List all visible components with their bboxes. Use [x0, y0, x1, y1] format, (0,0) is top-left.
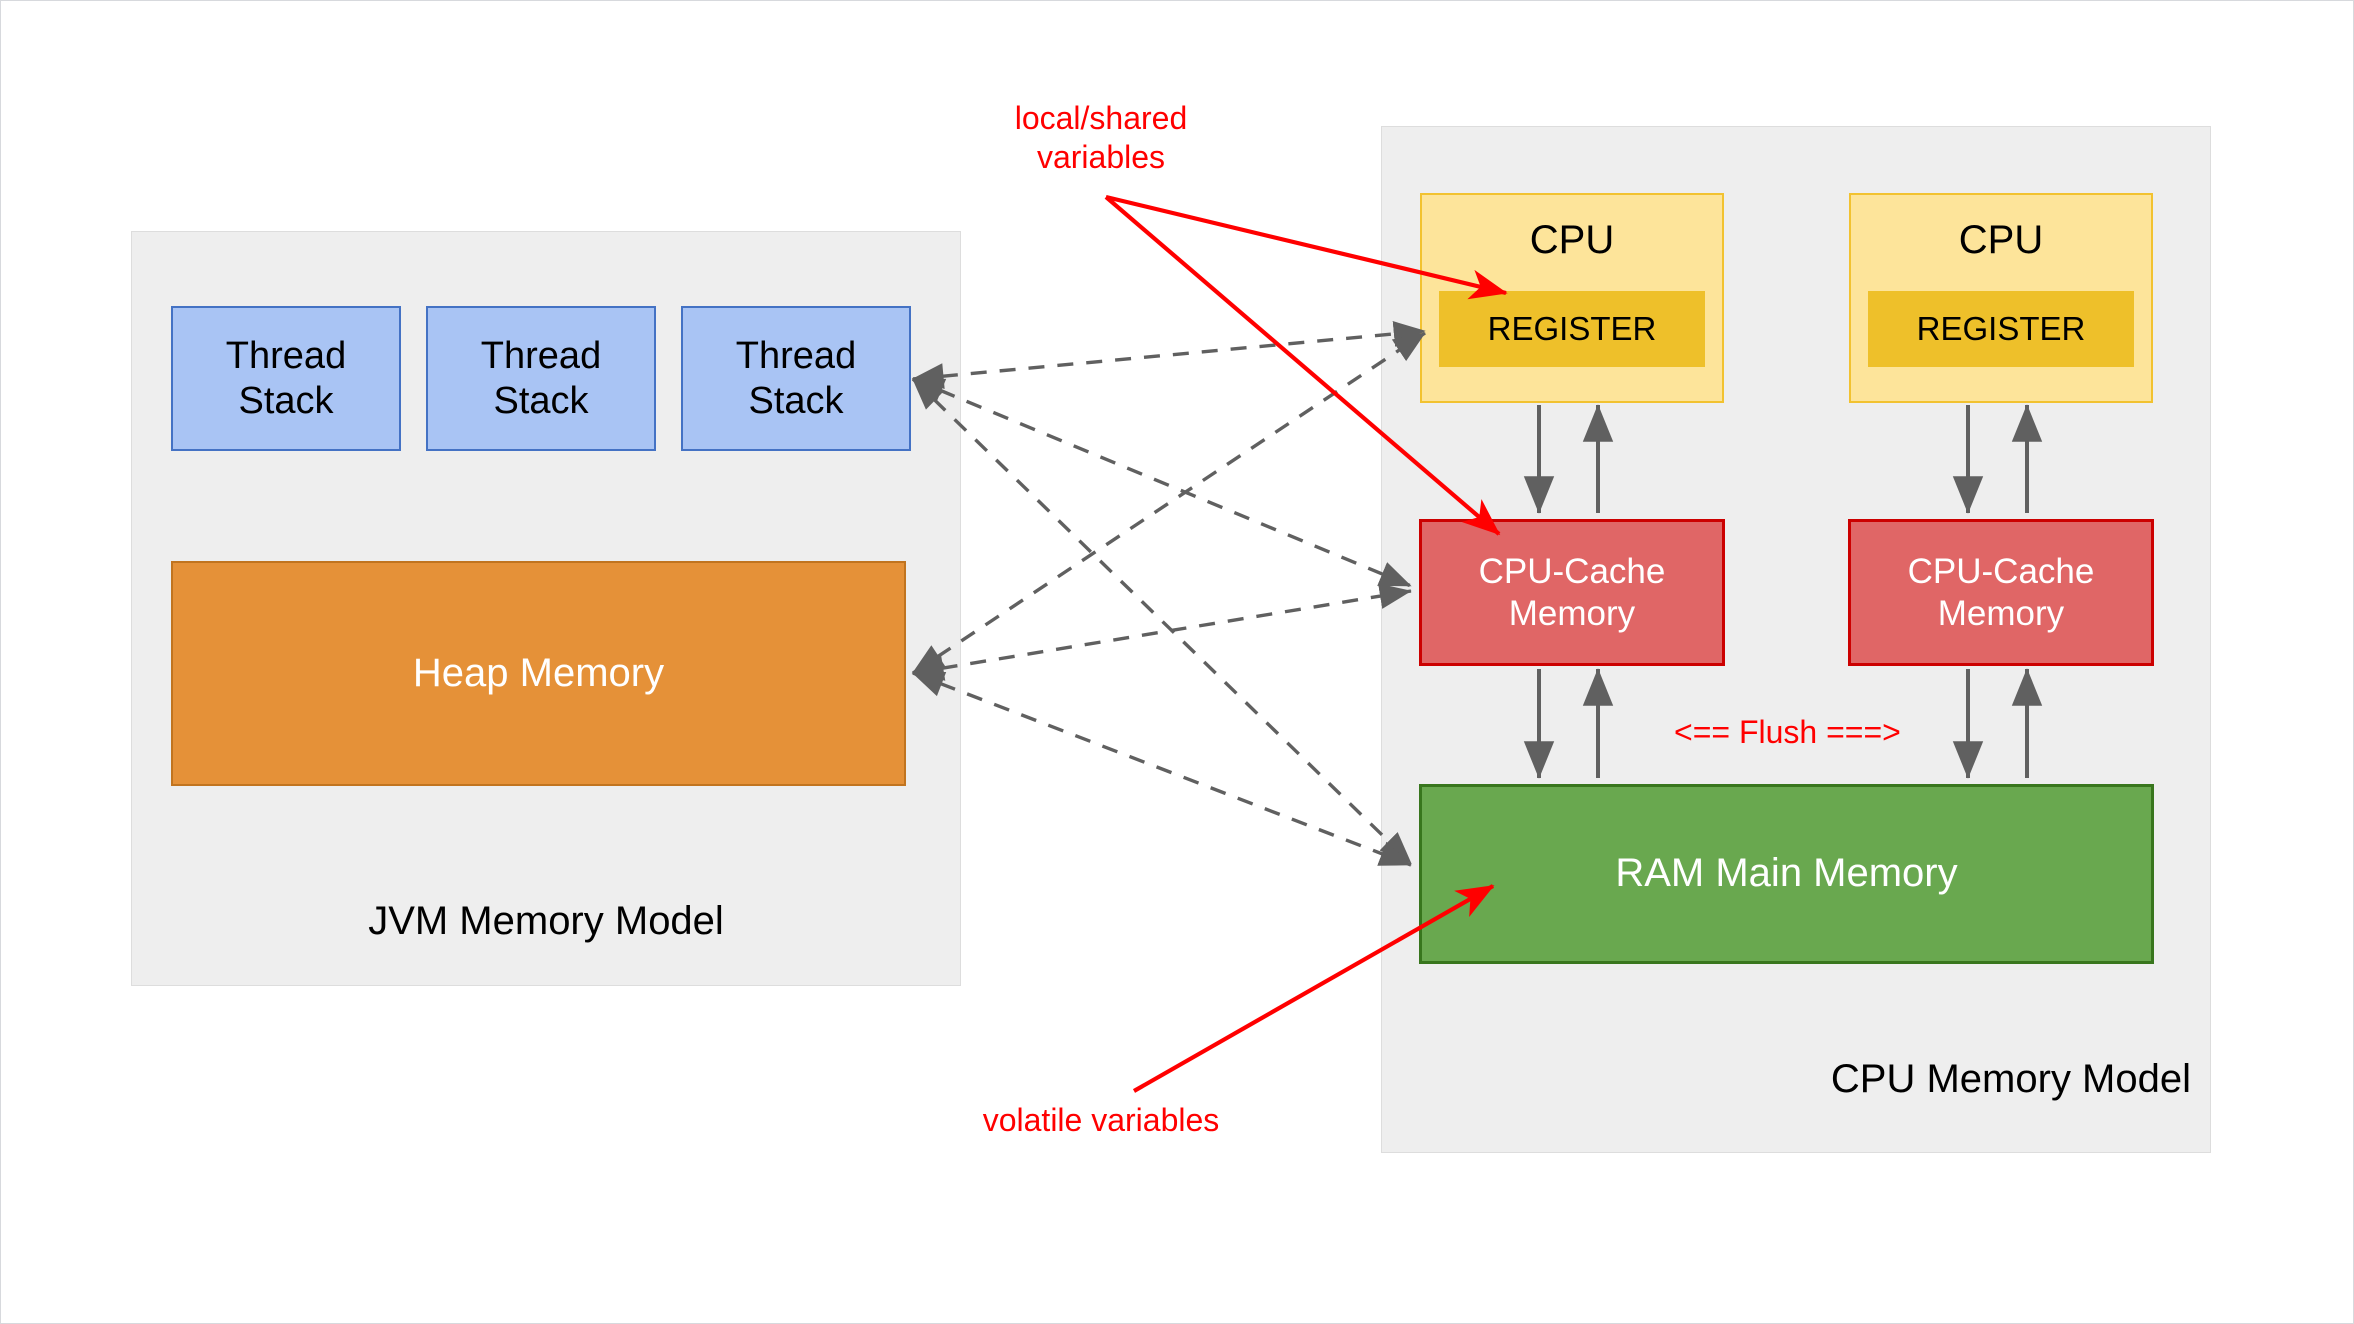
thread-stack-box-1[interactable]: Thread Stack [171, 306, 401, 451]
link-thread-to-cache [911, 377, 1412, 588]
cpu-cache-box-2[interactable]: CPU-Cache Memory [1848, 519, 2154, 666]
flush-label: <== Flush ===> [1674, 714, 1901, 750]
link-heap-to-ram [911, 671, 1412, 867]
link-heap-to-register [911, 331, 1426, 675]
annotation-volatile-variables: volatile variables [982, 1102, 1220, 1138]
register-box-2[interactable]: REGISTER [1868, 291, 2134, 367]
register-box-1[interactable]: REGISTER [1439, 291, 1705, 367]
thread-stack-box-3[interactable]: Thread Stack [681, 306, 911, 451]
link-thread-to-ram [911, 377, 1413, 865]
cpu-panel-title: CPU Memory Model [1830, 1057, 2191, 1101]
link-heap-to-cache [911, 583, 1412, 681]
cpu-cache-box-1[interactable]: CPU-Cache Memory [1419, 519, 1725, 666]
jvm-panel-title: JVM Memory Model [368, 899, 724, 943]
link-thread-to-register [911, 321, 1426, 390]
ram-main-memory-box[interactable]: RAM Main Memory [1419, 784, 2154, 964]
heap-memory-box[interactable]: Heap Memory [171, 561, 906, 786]
thread-stack-box-2[interactable]: Thread Stack [426, 306, 656, 451]
annotation-local-shared-variables: local/shared variables [1014, 100, 1188, 176]
